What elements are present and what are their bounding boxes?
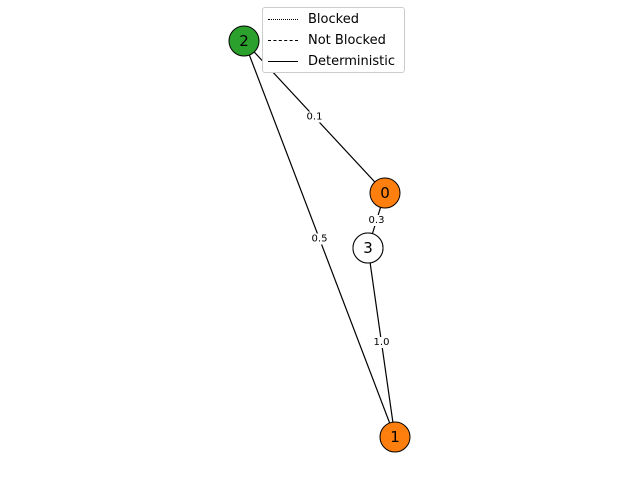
dashed-line-swatch — [268, 39, 298, 41]
legend-label-blocked: Blocked — [308, 11, 359, 27]
edge-label-background — [367, 215, 386, 226]
edge-label-background — [310, 233, 329, 245]
legend-entry-deterministic: Deterministic — [268, 53, 395, 69]
edge-2-1: 0.5 — [243, 40, 396, 438]
node-circle — [379, 421, 411, 453]
node-circle — [369, 177, 401, 209]
node-label: 0 — [380, 184, 390, 202]
node-circle — [352, 232, 384, 264]
node-3: 3 — [352, 232, 384, 264]
node-label: 2 — [239, 32, 249, 50]
node-1: 1 — [379, 421, 411, 453]
edge-weight-label: 1.0 — [374, 337, 390, 348]
edge-weight-label: 0.5 — [312, 234, 328, 245]
legend-entry-blocked: Blocked — [268, 11, 359, 27]
node-label: 1 — [390, 428, 400, 446]
legend: Blocked Not Blocked Deterministic — [262, 7, 405, 73]
edge-label-background — [305, 111, 324, 123]
legend-entry-not-blocked: Not Blocked — [268, 32, 386, 48]
node-2: 2 — [228, 25, 260, 57]
edges-layer: 0.1 0.5 0.3 1.0 — [243, 40, 396, 438]
legend-label-deterministic: Deterministic — [308, 53, 395, 69]
edge-label-background — [372, 337, 391, 348]
nodes-layer: 20431 — [228, 25, 411, 453]
solid-line-swatch — [268, 60, 298, 62]
edge-weight-label: 0.3 — [369, 215, 385, 226]
edge-4-1: 1.0 — [367, 247, 396, 438]
node-circle — [228, 25, 260, 57]
edge-weight-label: 0.1 — [307, 112, 323, 123]
node-0: 0 — [369, 177, 401, 209]
dotted-line-swatch — [268, 18, 298, 20]
node-label: 3 — [363, 239, 373, 257]
legend-label-not-blocked: Not Blocked — [308, 32, 386, 48]
